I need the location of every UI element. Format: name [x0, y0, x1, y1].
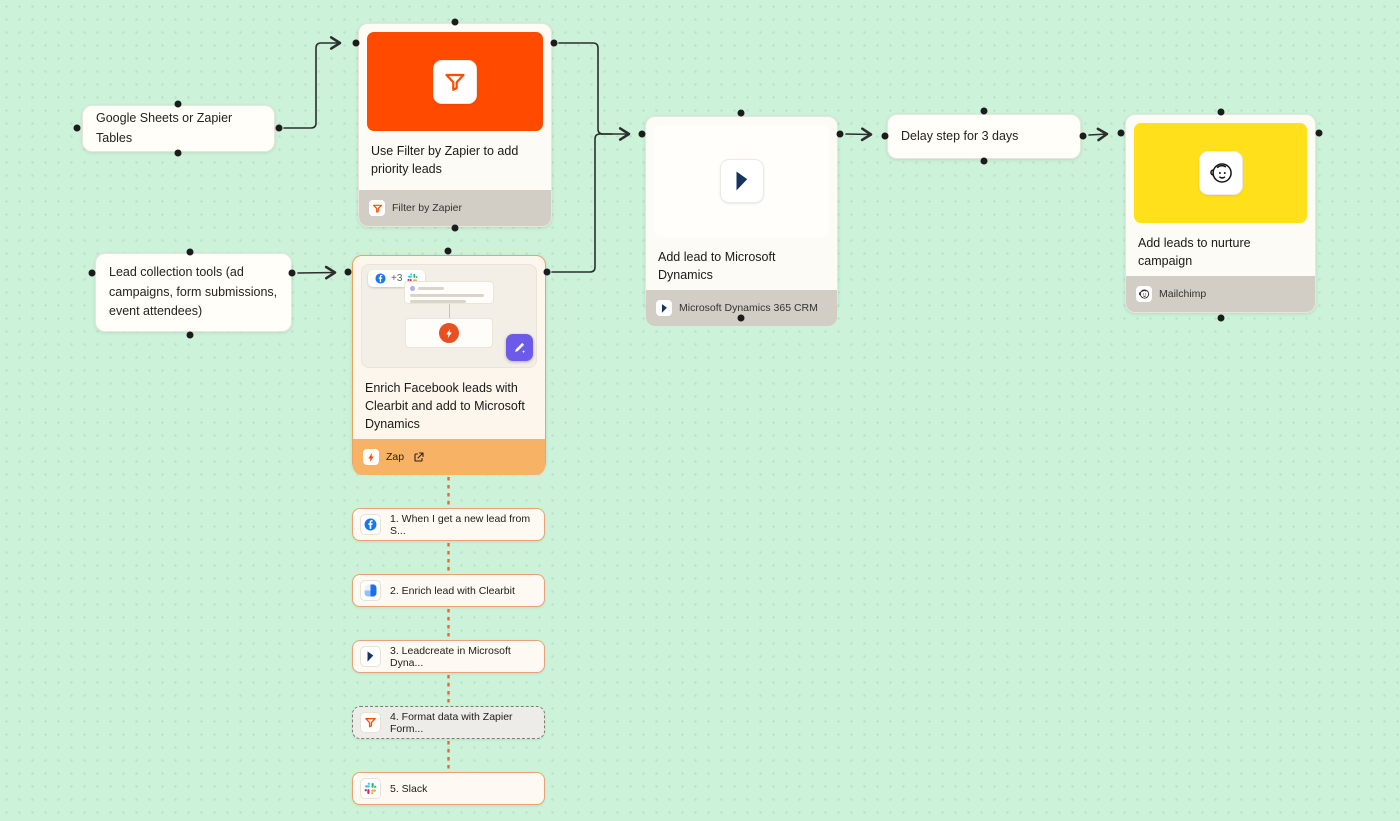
- zap-step-4[interactable]: 4. Format data with Zapier Form...: [352, 706, 545, 739]
- connection-handle[interactable]: [288, 269, 296, 277]
- zap-card-title: Enrich Facebook leads with Clearbit and …: [365, 381, 525, 432]
- connection-handle[interactable]: [174, 149, 182, 157]
- zap-preview-action-skeleton: [405, 318, 493, 348]
- clearbit-icon: [360, 580, 381, 601]
- zap-preview-trigger-skeleton: [404, 281, 494, 304]
- connection-handle[interactable]: [980, 107, 988, 115]
- filter-icon: [433, 59, 477, 104]
- mailchimp-card-footer: Mailchimp: [1126, 276, 1315, 313]
- node-lead-collection-label: Lead collection tools (ad campaigns, for…: [109, 265, 278, 319]
- connection-handle[interactable]: [352, 39, 360, 47]
- connection-handle[interactable]: [836, 130, 844, 138]
- dynamics-footer-label: Microsoft Dynamics 365 CRM: [679, 302, 818, 315]
- filter-card-title: Use Filter by Zapier to add priority lea…: [371, 144, 519, 177]
- edit-zap-button[interactable]: [506, 334, 533, 361]
- slack-icon: [360, 778, 381, 799]
- facebook-icon: [360, 514, 381, 535]
- filter-footer-label: Filter by Zapier: [392, 202, 463, 214]
- connection-handle[interactable]: [1079, 132, 1087, 140]
- filter-card-footer: Filter by Zapier: [359, 190, 551, 226]
- zap-bolt-icon: [439, 323, 459, 343]
- zap-step-1-label: 1. When I get a new lead from S...: [390, 512, 531, 537]
- zap-preview: +3: [361, 264, 537, 368]
- connection-handle[interactable]: [1217, 108, 1225, 116]
- zap-footer-bolt-icon: [363, 449, 379, 466]
- dynamics-card-media: [654, 125, 829, 237]
- facebook-icon: [375, 273, 386, 284]
- connection-handle[interactable]: [638, 130, 646, 138]
- connection-handle[interactable]: [550, 39, 558, 47]
- node-delay-label: Delay step for 3 days: [901, 128, 1019, 143]
- node-delay[interactable]: Delay step for 3 days: [887, 114, 1081, 159]
- mailchimp-card-media: [1134, 123, 1307, 223]
- edge-dynamics-to-delay[interactable]: [845, 127, 873, 142]
- zapier-formatter-icon: [360, 712, 381, 733]
- zap-card-footer: Zap: [353, 439, 545, 476]
- edge-lead-collection-to-zap[interactable]: [297, 265, 337, 280]
- external-link-icon[interactable]: [413, 451, 425, 463]
- node-google-sheets[interactable]: Google Sheets or Zapier Tables: [82, 105, 275, 152]
- connection-handle[interactable]: [737, 109, 745, 117]
- connection-handle[interactable]: [451, 224, 459, 232]
- mailchimp-footer-icon: [1136, 286, 1152, 303]
- card-mailchimp[interactable]: Add leads to nurture campaign Mailchimp: [1125, 114, 1316, 313]
- microsoft-dynamics-icon: [719, 159, 764, 203]
- connection-handle[interactable]: [444, 247, 452, 255]
- zap-step-3[interactable]: 3. Leadcreate in Microsoft Dyna...: [352, 640, 545, 673]
- connection-handle[interactable]: [275, 124, 283, 132]
- connection-handle[interactable]: [1217, 314, 1225, 322]
- connection-handle[interactable]: [186, 248, 194, 256]
- connection-handle[interactable]: [543, 268, 551, 276]
- connection-handle[interactable]: [1117, 129, 1125, 137]
- connection-handle[interactable]: [1315, 129, 1323, 137]
- zap-step-4-label: 4. Format data with Zapier Form...: [390, 710, 513, 735]
- connection-handle[interactable]: [737, 314, 745, 322]
- zap-apps-badge: +3: [391, 273, 403, 284]
- zap-step-3-label: 3. Leadcreate in Microsoft Dyna...: [390, 644, 511, 669]
- mailchimp-icon: [1198, 151, 1243, 195]
- connection-handle[interactable]: [88, 269, 96, 277]
- edge-google-sheets-to-filter[interactable]: [283, 36, 342, 129]
- zap-step-5-label: 5. Slack: [390, 782, 428, 795]
- zap-step-2[interactable]: 2. Enrich lead with Clearbit: [352, 574, 545, 607]
- node-lead-collection[interactable]: Lead collection tools (ad campaigns, for…: [95, 253, 292, 332]
- dynamics-footer-icon: [656, 300, 672, 317]
- connection-handle[interactable]: [174, 100, 182, 108]
- edge-filter-to-dynamics[interactable]: [558, 42, 631, 141]
- microsoft-dynamics-icon: [360, 646, 381, 667]
- card-filter-by-zapier[interactable]: Use Filter by Zapier to add priority lea…: [358, 23, 552, 227]
- dynamics-card-title: Add lead to Microsoft Dynamics: [658, 250, 776, 283]
- connection-handle[interactable]: [451, 18, 459, 26]
- mailchimp-card-title: Add leads to nurture campaign: [1138, 236, 1251, 269]
- edge-delay-to-mailchimp[interactable]: [1088, 127, 1109, 142]
- pencil-sparkle-icon: [515, 343, 526, 354]
- zap-step-1[interactable]: 1. When I get a new lead from S...: [352, 508, 545, 541]
- node-google-sheets-label: Google Sheets or Zapier Tables: [96, 111, 233, 145]
- zap-step-2-label: 2. Enrich lead with Clearbit: [390, 584, 515, 597]
- connection-handle[interactable]: [881, 132, 889, 140]
- card-microsoft-dynamics[interactable]: Add lead to Microsoft Dynamics Microsoft…: [645, 116, 838, 327]
- card-zap[interactable]: +3 Enrich Facebook leads with Clearbit a…: [352, 255, 546, 476]
- zap-footer-label: Zap: [386, 451, 405, 464]
- connection-handle[interactable]: [73, 124, 81, 132]
- zap-step-5[interactable]: 5. Slack: [352, 772, 545, 805]
- connection-handle[interactable]: [344, 268, 352, 276]
- filter-footer-icon: [369, 200, 385, 216]
- mailchimp-footer-label: Mailchimp: [1159, 288, 1207, 301]
- edge-zap-to-dynamics[interactable]: [551, 133, 613, 273]
- filter-card-media: [367, 32, 543, 131]
- connection-handle[interactable]: [186, 331, 194, 339]
- connection-handle[interactable]: [980, 157, 988, 165]
- zap-preview-connector: [449, 304, 450, 318]
